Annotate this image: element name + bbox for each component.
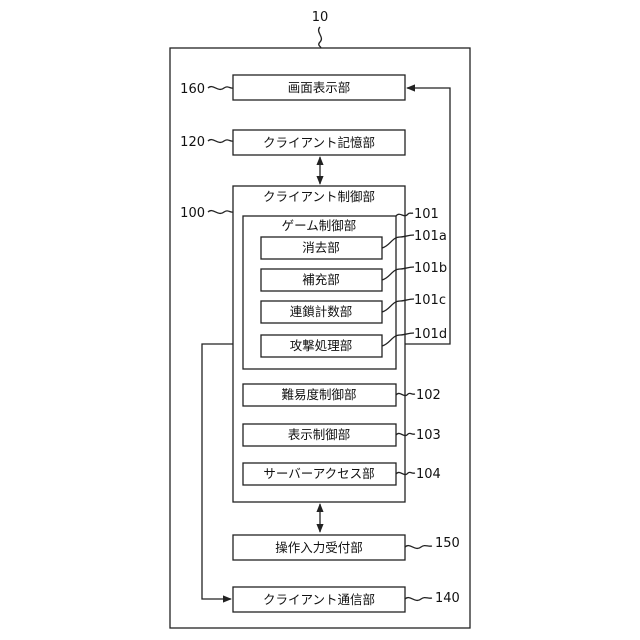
screen-display-label: 画面表示部	[288, 80, 351, 95]
chain-count-label: 連鎖計数部	[290, 304, 353, 319]
erase-ref: 101a	[414, 229, 447, 244]
difficulty-control-block: 難易度制御部	[243, 384, 396, 406]
attack-process-ref: 101d	[414, 327, 447, 342]
client-control-ref: 100	[180, 206, 205, 221]
figure-ref-leader	[319, 27, 322, 48]
client-storage-block: クライアント記憶部	[233, 130, 405, 155]
display-control-ref: 103	[416, 428, 441, 443]
server-access-ref: 104	[416, 467, 441, 482]
attack-process-block: 攻撃処理部	[261, 335, 382, 357]
game-control-ref: 101	[414, 207, 439, 222]
input-accept-label: 操作入力受付部	[275, 540, 363, 555]
client-comm-block: クライアント通信部	[233, 587, 405, 612]
client-comm-label: クライアント通信部	[263, 592, 375, 607]
figure-ref-label: 10	[312, 10, 329, 25]
display-control-block: 表示制御部	[243, 424, 396, 446]
chain-count-block: 連鎖計数部	[261, 301, 382, 323]
replenish-block: 補充部	[261, 269, 382, 291]
screen-display-block: 画面表示部	[233, 75, 405, 100]
attack-process-label: 攻撃処理部	[290, 338, 353, 353]
input-accept-ref: 150	[435, 536, 460, 551]
difficulty-control-label: 難易度制御部	[281, 387, 356, 402]
client-storage-ref: 120	[180, 135, 205, 150]
client-storage-label: クライアント記憶部	[263, 135, 375, 150]
input-accept-block: 操作入力受付部	[233, 535, 405, 560]
difficulty-control-ref: 102	[416, 388, 441, 403]
replenish-ref: 101b	[414, 261, 447, 276]
server-access-label: サーバーアクセス部	[263, 466, 374, 481]
erase-block: 消去部	[261, 237, 382, 259]
chain-count-ref: 101c	[414, 293, 446, 308]
erase-label: 消去部	[302, 240, 340, 255]
replenish-label: 補充部	[302, 272, 340, 287]
server-access-block: サーバーアクセス部	[243, 463, 396, 485]
display-control-label: 表示制御部	[288, 427, 351, 442]
client-control-label: クライアント制御部	[263, 189, 375, 204]
game-control-label: ゲーム制御部	[282, 218, 357, 233]
screen-display-ref: 160	[180, 82, 205, 97]
client-comm-ref: 140	[435, 591, 460, 606]
